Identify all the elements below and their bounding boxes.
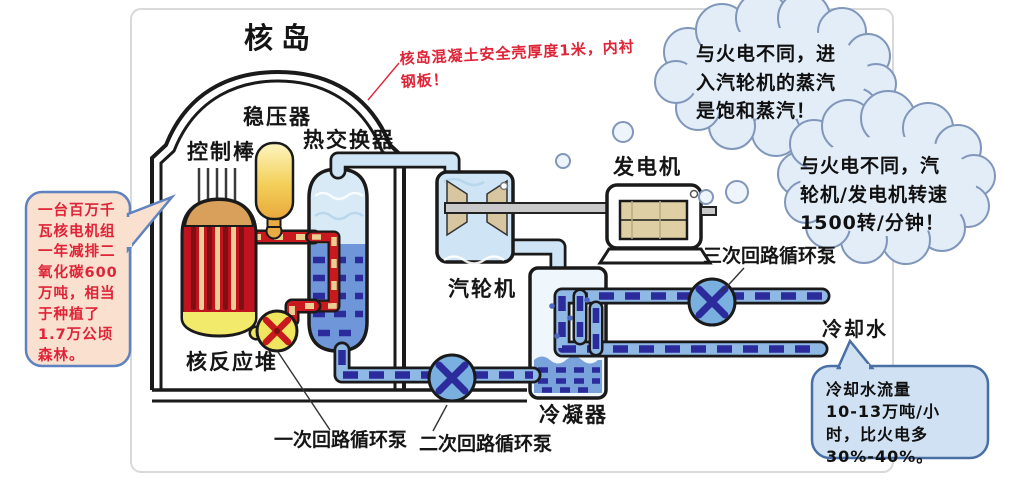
label-secondary-pump: 二次回路循环泵	[419, 433, 553, 455]
saturated-steam-cloud-text: 与火电不同，进 入汽轮机的蒸汽 是饱和蒸汽！	[696, 43, 837, 122]
label-tertiary-pump: 三次回路循环泵	[703, 245, 837, 267]
pressurizer-vessel	[254, 141, 295, 240]
rotation-speed-cloud-shape	[777, 90, 996, 265]
turbine	[435, 170, 515, 265]
co2-callout-text: 一台百万千 瓦核电机组 一年减排二 氧化碳600 万吨，相当 于种植了 1.7万…	[38, 203, 118, 365]
label-primary-pump: 一次回路循环泵	[274, 429, 408, 451]
label-condenser: 冷凝器	[539, 403, 608, 427]
cooling-flow-callout-text: 冷却水流量 10-13万吨/小 时，比火电多 30%-40%。	[826, 380, 941, 467]
label-cooling-water: 冷却水	[822, 317, 888, 341]
secondary-pump-symbol	[427, 353, 477, 403]
label-pressurizer: 稳压器	[243, 105, 312, 129]
annotation-leader	[367, 62, 400, 101]
primary-pump-symbol	[255, 309, 299, 353]
rotation-speed-cloud-text: 与火电不同，汽 轮机/发电机转速 1500转/分钟！	[800, 155, 948, 234]
label-reactor: 核反应堆	[186, 350, 278, 374]
thought-bubble-dots	[555, 121, 749, 205]
leader-lines	[277, 62, 745, 432]
generator-shaft-stub	[700, 206, 717, 216]
steam-pipe	[329, 151, 461, 187]
diagram-title: 核岛	[244, 21, 319, 55]
label-control-rods: 控制棒	[187, 140, 256, 164]
label-turbine: 汽轮机	[448, 277, 517, 301]
generator	[597, 183, 717, 265]
label-heat-exchanger: 热交换器	[303, 128, 395, 152]
label-generator: 发电机	[613, 155, 682, 179]
co2-callout-shape	[24, 190, 177, 368]
turbine-generator-shaft	[444, 202, 614, 214]
reactor-vessel	[180, 168, 258, 338]
control-rods	[197, 168, 237, 204]
cooling-flow-callout-shape	[810, 338, 990, 460]
steam-bubble-dot	[499, 181, 509, 191]
generator-base	[597, 247, 713, 265]
